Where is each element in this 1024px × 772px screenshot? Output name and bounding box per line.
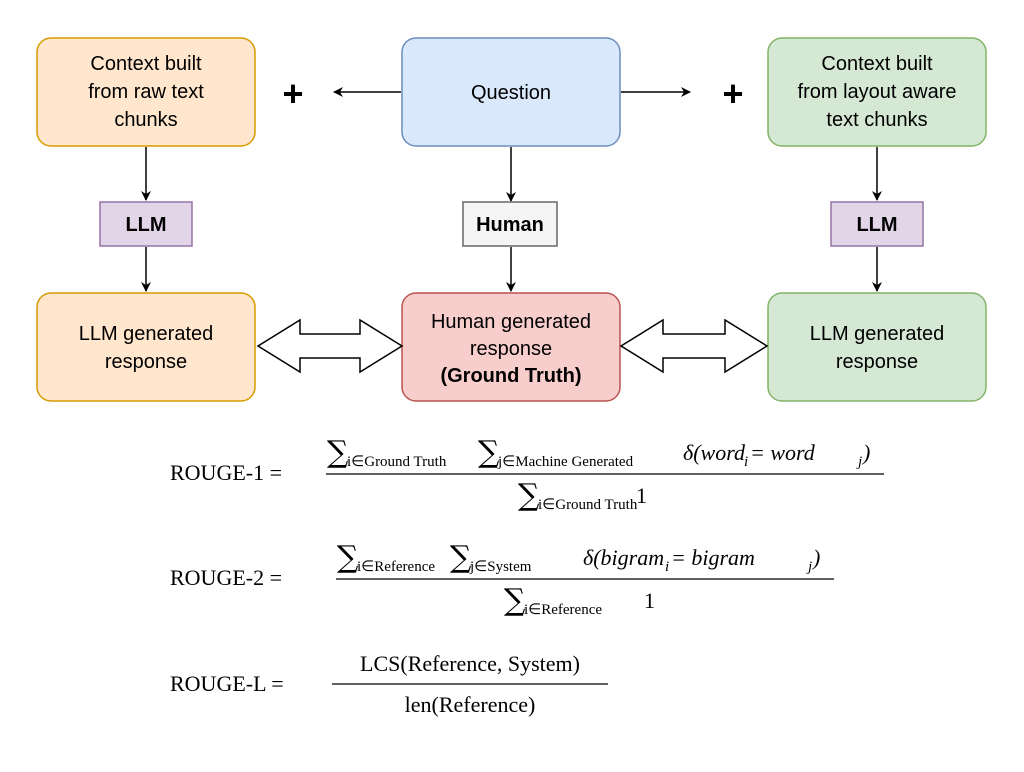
rouge-2-sum-index-1: i∈Reference xyxy=(357,559,435,575)
llm-left-box: LLM xyxy=(99,201,193,247)
rouge-1-den-sigma: ∑ xyxy=(518,478,540,513)
llm-response-left-line-1: LLM generated xyxy=(79,323,214,345)
llm-response-right-box: LLM generated response xyxy=(767,292,987,402)
llm-response-right-line-2: response xyxy=(836,351,918,373)
layout-context-line-3: text chunks xyxy=(826,109,927,131)
rouge-1-formula: ROUGE-1 = ∑ i∈Ground Truth ∑ j∈Machine G… xyxy=(170,435,884,513)
layout-context-box: Context built from layout aware text chu… xyxy=(767,37,987,147)
rouge-1-delta-term: δ(word xyxy=(683,440,746,465)
ground-truth-box: Human generated response (Ground Truth) xyxy=(401,292,621,402)
rouge-1-sigma-2: ∑ xyxy=(478,435,500,470)
rouge-2-close-paren: ) xyxy=(811,545,820,570)
layout-context-line-1: Context built xyxy=(821,53,933,75)
rouge-1-close-paren: ) xyxy=(861,440,870,465)
rouge-1-equals-word: = word xyxy=(750,440,816,465)
llm-response-left-line-2: response xyxy=(105,351,187,373)
rouge-1-sub-j: j xyxy=(856,454,862,470)
llm-response-right-line-1: LLM generated xyxy=(810,323,945,345)
llm-right-box: LLM xyxy=(830,201,924,247)
llm-left-label: LLM xyxy=(125,214,166,236)
ground-truth-line-1: Human generated xyxy=(431,311,591,333)
rouge-2-delta-term: δ(bigram xyxy=(583,545,664,570)
rouge-1-den-index: i∈Ground Truth xyxy=(538,497,638,513)
rouge-2-formula: ROUGE-2 = ∑ i∈Reference ∑ j∈System δ(big… xyxy=(170,540,834,618)
rouge-2-equals-bigram: = bigram xyxy=(671,545,755,570)
rouge-2-sigma-1: ∑ xyxy=(337,540,359,575)
rouge-1-sum-index-1: i∈Ground Truth xyxy=(347,454,447,470)
rouge-2-den-index: i∈Reference xyxy=(524,602,602,618)
rouge-1-lhs: ROUGE-1 = xyxy=(170,460,282,485)
rouge-l-formula: ROUGE-L = LCS(Reference, System) len(Ref… xyxy=(170,651,608,717)
double-arrow-left-compare xyxy=(256,318,404,374)
rouge-2-sub-i: i xyxy=(665,559,669,575)
human-label: Human xyxy=(476,214,544,236)
rouge-l-numerator: LCS(Reference, System) xyxy=(360,651,580,676)
plus-sign-left: + xyxy=(282,73,303,114)
rouge-l-denominator: len(Reference) xyxy=(405,692,536,717)
ground-truth-line-2: response xyxy=(470,338,552,360)
rouge-2-sigma-2: ∑ xyxy=(450,540,472,575)
layout-context-line-2: from layout aware xyxy=(798,81,957,103)
question-label: Question xyxy=(471,82,551,104)
raw-context-line-2: from raw text xyxy=(88,81,204,103)
rouge-2-lhs: ROUGE-2 = xyxy=(170,565,282,590)
rouge-2-den-sigma: ∑ xyxy=(504,583,526,618)
ground-truth-line-3: (Ground Truth) xyxy=(440,365,581,387)
rouge-2-sub-j: j xyxy=(806,559,812,575)
rouge-1-sub-i: i xyxy=(744,454,748,470)
rouge-1-sum-index-2: j∈Machine Generated xyxy=(497,454,634,470)
raw-context-line-1: Context built xyxy=(90,53,202,75)
llm-response-left-box: LLM generated response xyxy=(36,292,256,402)
human-box: Human xyxy=(462,201,558,247)
plus-sign-right: + xyxy=(722,73,743,114)
raw-context-box: Context built from raw text chunks xyxy=(36,37,256,147)
double-arrow-right-compare xyxy=(619,318,769,374)
rouge-l-lhs: ROUGE-L = xyxy=(170,671,284,696)
raw-context-line-3: chunks xyxy=(114,109,177,131)
question-box: Question xyxy=(401,37,621,147)
rouge-2-sum-index-2: j∈System xyxy=(469,559,532,575)
rouge-2-den-one: 1 xyxy=(644,588,655,613)
rouge-1-den-one: 1 xyxy=(636,483,647,508)
rouge-1-sigma-1: ∑ xyxy=(327,435,349,470)
llm-right-label: LLM xyxy=(856,214,897,236)
